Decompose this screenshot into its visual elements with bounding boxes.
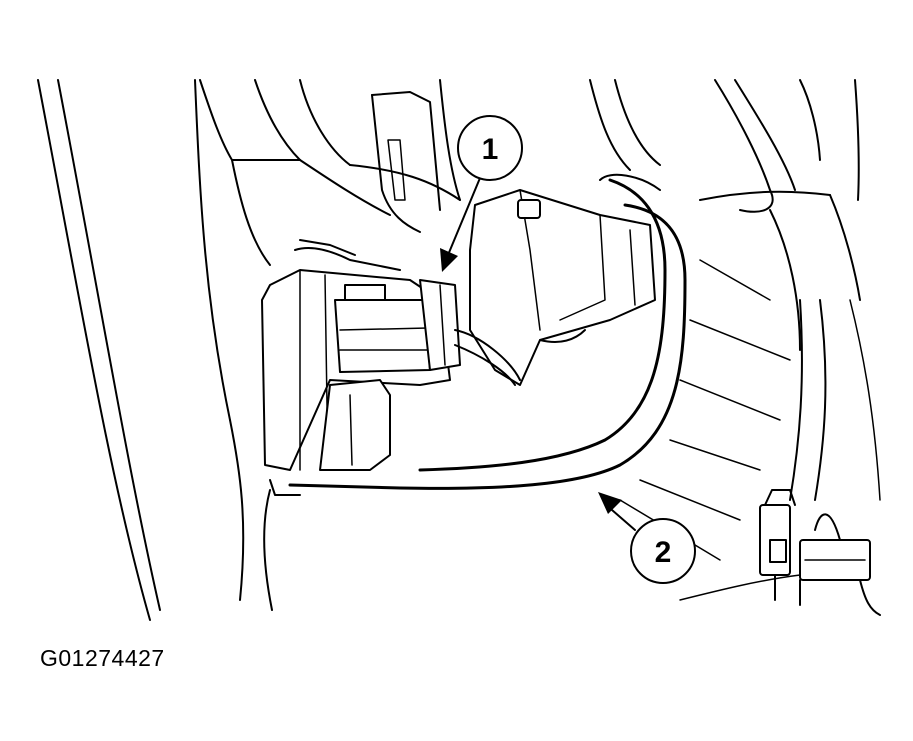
electrical-connector xyxy=(261,189,656,496)
callout-1: 1 xyxy=(440,115,523,272)
wiring-harness xyxy=(288,173,687,490)
callout-2: 2 xyxy=(598,492,696,584)
connector-small-right xyxy=(759,489,881,616)
trim-panel-left xyxy=(37,79,273,621)
dash-structure xyxy=(199,79,661,266)
right-bracket xyxy=(619,79,881,601)
figure-id: G01274427 xyxy=(40,645,165,671)
callout-1-label: 1 xyxy=(482,133,499,166)
callout-2-arrowhead xyxy=(598,492,622,514)
callout-1-arrowhead xyxy=(440,248,458,272)
callout-2-label: 2 xyxy=(655,536,672,569)
